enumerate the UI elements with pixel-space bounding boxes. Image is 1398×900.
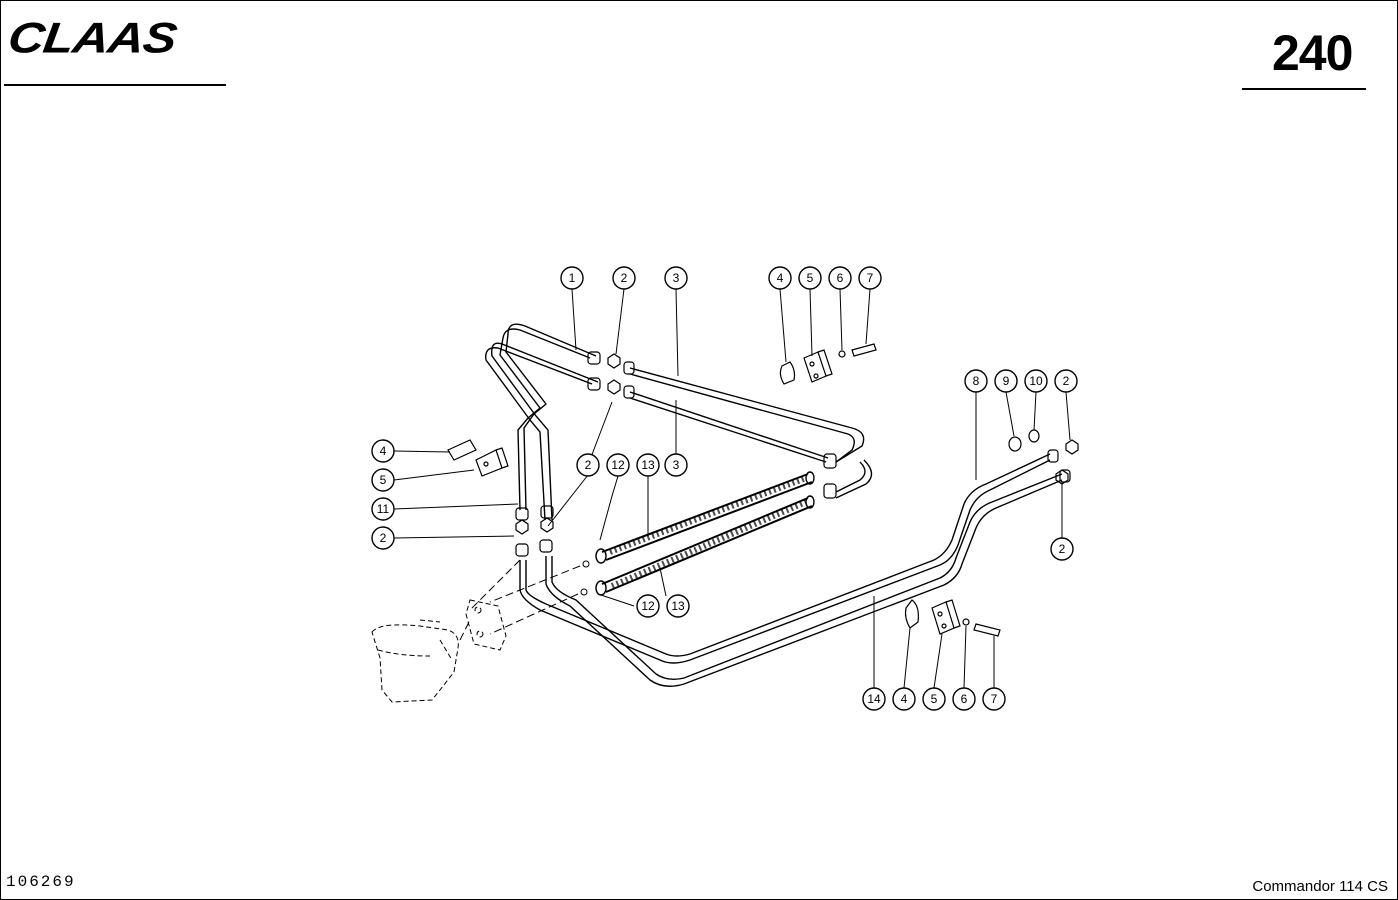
model-name: Commandor 114 CS	[1252, 878, 1388, 895]
callout: 7	[982, 687, 1006, 711]
page-number: 240	[1272, 25, 1353, 81]
callout: 2	[371, 526, 395, 550]
callout: 4	[371, 439, 395, 463]
callout-label: 13	[641, 458, 655, 472]
callout-label: 5	[807, 271, 814, 285]
callout: 13	[666, 594, 690, 618]
callout: 2	[1054, 369, 1078, 393]
callout: 2	[612, 266, 636, 290]
callout-bottom: 14 4 5 6 7	[862, 687, 1006, 711]
callout-label: 1	[569, 271, 576, 285]
page-number-underline	[1242, 88, 1366, 90]
clamp-set-left	[447, 439, 509, 477]
callout: 1	[560, 266, 584, 290]
callout-top-left: 1 2 3	[560, 266, 688, 290]
callout-label: 14	[867, 692, 881, 706]
callout: 9	[994, 369, 1018, 393]
callout: 5	[922, 687, 946, 711]
callout-label: 4	[777, 271, 784, 285]
callout-label: 6	[961, 692, 968, 706]
callout: 3	[664, 266, 688, 290]
clamp-set-top	[779, 343, 877, 385]
callout-label: 6	[837, 271, 844, 285]
callout-label: 2	[585, 458, 592, 472]
callout: 13	[636, 453, 660, 477]
callout-label: 11	[377, 502, 390, 516]
callout: 10	[1024, 369, 1048, 393]
callout-label: 8	[973, 374, 980, 388]
callout-right: 8 9 10 2	[964, 369, 1078, 393]
callout: 2	[576, 453, 600, 477]
callout: 7	[858, 266, 882, 290]
callout-label: 7	[991, 692, 998, 706]
callout-label: 12	[611, 458, 625, 472]
callout-label: 2	[1063, 374, 1070, 388]
callout-label: 10	[1029, 374, 1043, 388]
callout-label: 2	[380, 531, 387, 545]
callout-label: 13	[671, 599, 685, 613]
callout-lower-middle: 12 13	[636, 594, 690, 618]
callout-label: 3	[673, 271, 680, 285]
pipe-fittings-left	[515, 505, 554, 557]
callout: 4	[768, 266, 792, 290]
callout-label: 5	[931, 692, 938, 706]
callout-top-right: 4 5 6 7	[768, 266, 882, 290]
callout-label: 5	[380, 473, 387, 487]
callout: 4	[892, 687, 916, 711]
callout: 5	[371, 468, 395, 492]
callout-label: 7	[867, 271, 874, 285]
drawing-id: 106269	[6, 873, 76, 891]
callout: 12	[606, 453, 630, 477]
callout: 11	[371, 497, 395, 521]
callout-label: 2	[621, 271, 628, 285]
callout-label: 4	[901, 692, 908, 706]
pipe-fittings-right	[1008, 429, 1079, 485]
flange-plate	[465, 599, 507, 651]
callout-leader-lines	[393, 288, 1071, 689]
callout-left: 4 5 11 2	[371, 439, 395, 550]
callout: 12	[636, 594, 660, 618]
pipe-fittings-top	[587, 351, 837, 499]
pipe-bundle-upper	[485, 323, 873, 521]
callout: 5	[798, 266, 822, 290]
callout-label: 9	[1003, 374, 1010, 388]
logo-underline	[4, 84, 226, 86]
callout-label: 4	[380, 444, 387, 458]
callout-label: 2	[1059, 542, 1066, 556]
callout: 6	[952, 687, 976, 711]
callout-label: 3	[673, 458, 680, 472]
callout: 3	[664, 453, 688, 477]
pump-body	[371, 619, 459, 703]
hose-assembly	[580, 471, 815, 596]
callout: 2	[1050, 537, 1074, 561]
callout-right-lower: 2	[1050, 537, 1074, 561]
callout: 8	[964, 369, 988, 393]
clamp-set-bottom	[904, 599, 1001, 637]
callout: 6	[828, 266, 852, 290]
pipe-long-lower	[519, 453, 1063, 687]
callout-middle: 2 12 13 3	[576, 453, 688, 477]
callout-label: 12	[641, 599, 655, 613]
callout: 14	[862, 687, 886, 711]
